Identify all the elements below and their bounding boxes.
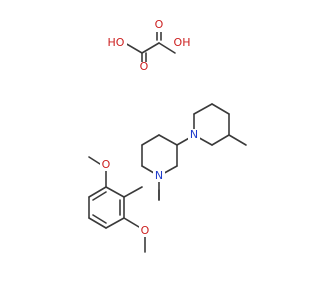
bond <box>105 186 125 198</box>
bond <box>124 42 143 54</box>
atom-ho: HO <box>108 36 125 49</box>
atom-n: N <box>155 169 163 182</box>
bond <box>211 134 230 146</box>
bond <box>92 191 107 201</box>
bond <box>211 103 230 115</box>
atom-o: O <box>102 158 111 171</box>
atom-n: N <box>190 128 198 141</box>
atom-labels: HO OH O O N N O O <box>100 18 200 237</box>
atom-o: O <box>155 18 164 31</box>
chemical-structure: HO OH O O N N O O <box>88 18 247 253</box>
bond <box>88 186 107 198</box>
bond <box>88 217 107 229</box>
bond <box>105 217 125 229</box>
bond <box>141 42 160 54</box>
bond <box>92 214 107 224</box>
bond <box>158 134 178 146</box>
benzene-ring <box>88 186 125 229</box>
bond <box>123 186 143 198</box>
oxalic-acid <box>124 29 176 64</box>
bond <box>141 134 160 146</box>
bond <box>123 217 140 228</box>
bond <box>193 103 213 115</box>
atom-o: O <box>140 60 149 73</box>
bond <box>88 156 101 165</box>
atom-o: O <box>141 224 150 237</box>
methylpiperidine-ring <box>193 103 247 146</box>
bond <box>158 42 176 54</box>
bond <box>228 134 247 146</box>
atom-oh: OH <box>174 36 191 49</box>
